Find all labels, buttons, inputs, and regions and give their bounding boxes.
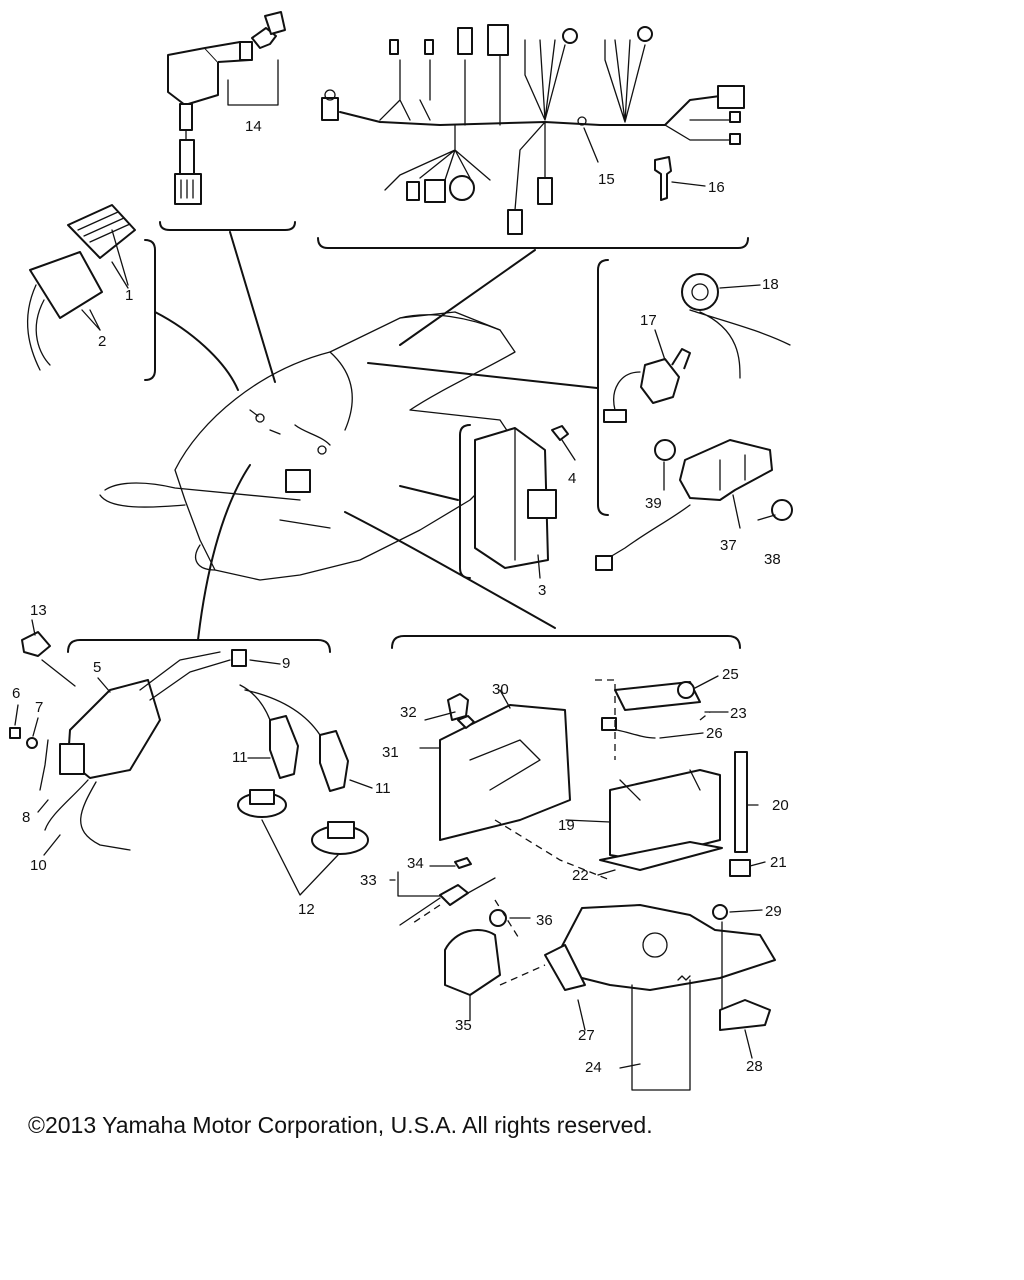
- callout-15: 15: [598, 171, 615, 188]
- callout-12: 12: [298, 901, 315, 918]
- callout-9: 9: [282, 655, 290, 672]
- callout-11a: 11: [232, 749, 248, 766]
- wire-harness-group: [317, 24, 749, 249]
- callout-18: 18: [762, 276, 779, 293]
- callout-20: 20: [772, 797, 789, 814]
- callout-22: 22: [572, 867, 589, 884]
- callout-31: 31: [382, 744, 399, 761]
- callout-5: 5: [93, 659, 101, 676]
- callout-19: 19: [558, 817, 575, 834]
- callout-11b: 11: [375, 780, 391, 797]
- callout-13: 13: [30, 602, 47, 619]
- callout-21: 21: [770, 854, 787, 871]
- callout-8: 8: [22, 809, 30, 826]
- callout-7: 7: [35, 699, 43, 716]
- cdi-unit-group: [26, 204, 156, 381]
- callout-28: 28: [746, 1058, 763, 1075]
- callout-29: 29: [765, 903, 782, 920]
- callout-10: 10: [30, 857, 47, 874]
- callout-6: 6: [12, 685, 20, 702]
- main-switch-group: [159, 11, 296, 231]
- callout-24: 24: [585, 1059, 602, 1076]
- exploded-parts-diagram: 1 2 3 4 5 6 7 8 9 10 11 11 12 13 14 15 1…: [9, 11, 793, 1091]
- relay-group: [595, 439, 793, 571]
- callout-34: 34: [407, 855, 424, 872]
- callout-39: 39: [645, 495, 662, 512]
- leader-lines: [14, 229, 766, 1069]
- callout-25: 25: [722, 666, 739, 683]
- callout-32: 32: [400, 704, 417, 721]
- callout-23: 23: [730, 705, 747, 722]
- callout-14: 14: [245, 118, 262, 135]
- callout-38: 38: [764, 551, 781, 568]
- callout-26: 26: [706, 725, 723, 742]
- callout-17: 17: [640, 312, 657, 329]
- regulator-group: [459, 424, 576, 579]
- callout-1: 1: [125, 287, 133, 304]
- callout-35: 35: [455, 1017, 472, 1034]
- copyright-notice: ©2013 Yamaha Motor Corporation, U.S.A. A…: [28, 1112, 653, 1138]
- callout-37: 37: [720, 537, 737, 554]
- battery-group: [391, 635, 776, 1091]
- callout-36: 36: [536, 912, 553, 929]
- callout-33: 33: [360, 872, 377, 889]
- pointer-arrows: [154, 231, 598, 641]
- ignition-coil-group: [9, 631, 369, 896]
- callout-27: 27: [578, 1027, 595, 1044]
- callout-labels: 1 2 3 4 5 6 7 8 9 10 11 11 12 13 14 15 1…: [12, 118, 789, 1076]
- snowmobile-body: [99, 311, 521, 581]
- callout-2: 2: [98, 333, 106, 350]
- switch-group: [597, 259, 791, 516]
- callout-4: 4: [568, 470, 576, 487]
- callout-3: 3: [538, 582, 546, 599]
- callout-16: 16: [708, 179, 725, 196]
